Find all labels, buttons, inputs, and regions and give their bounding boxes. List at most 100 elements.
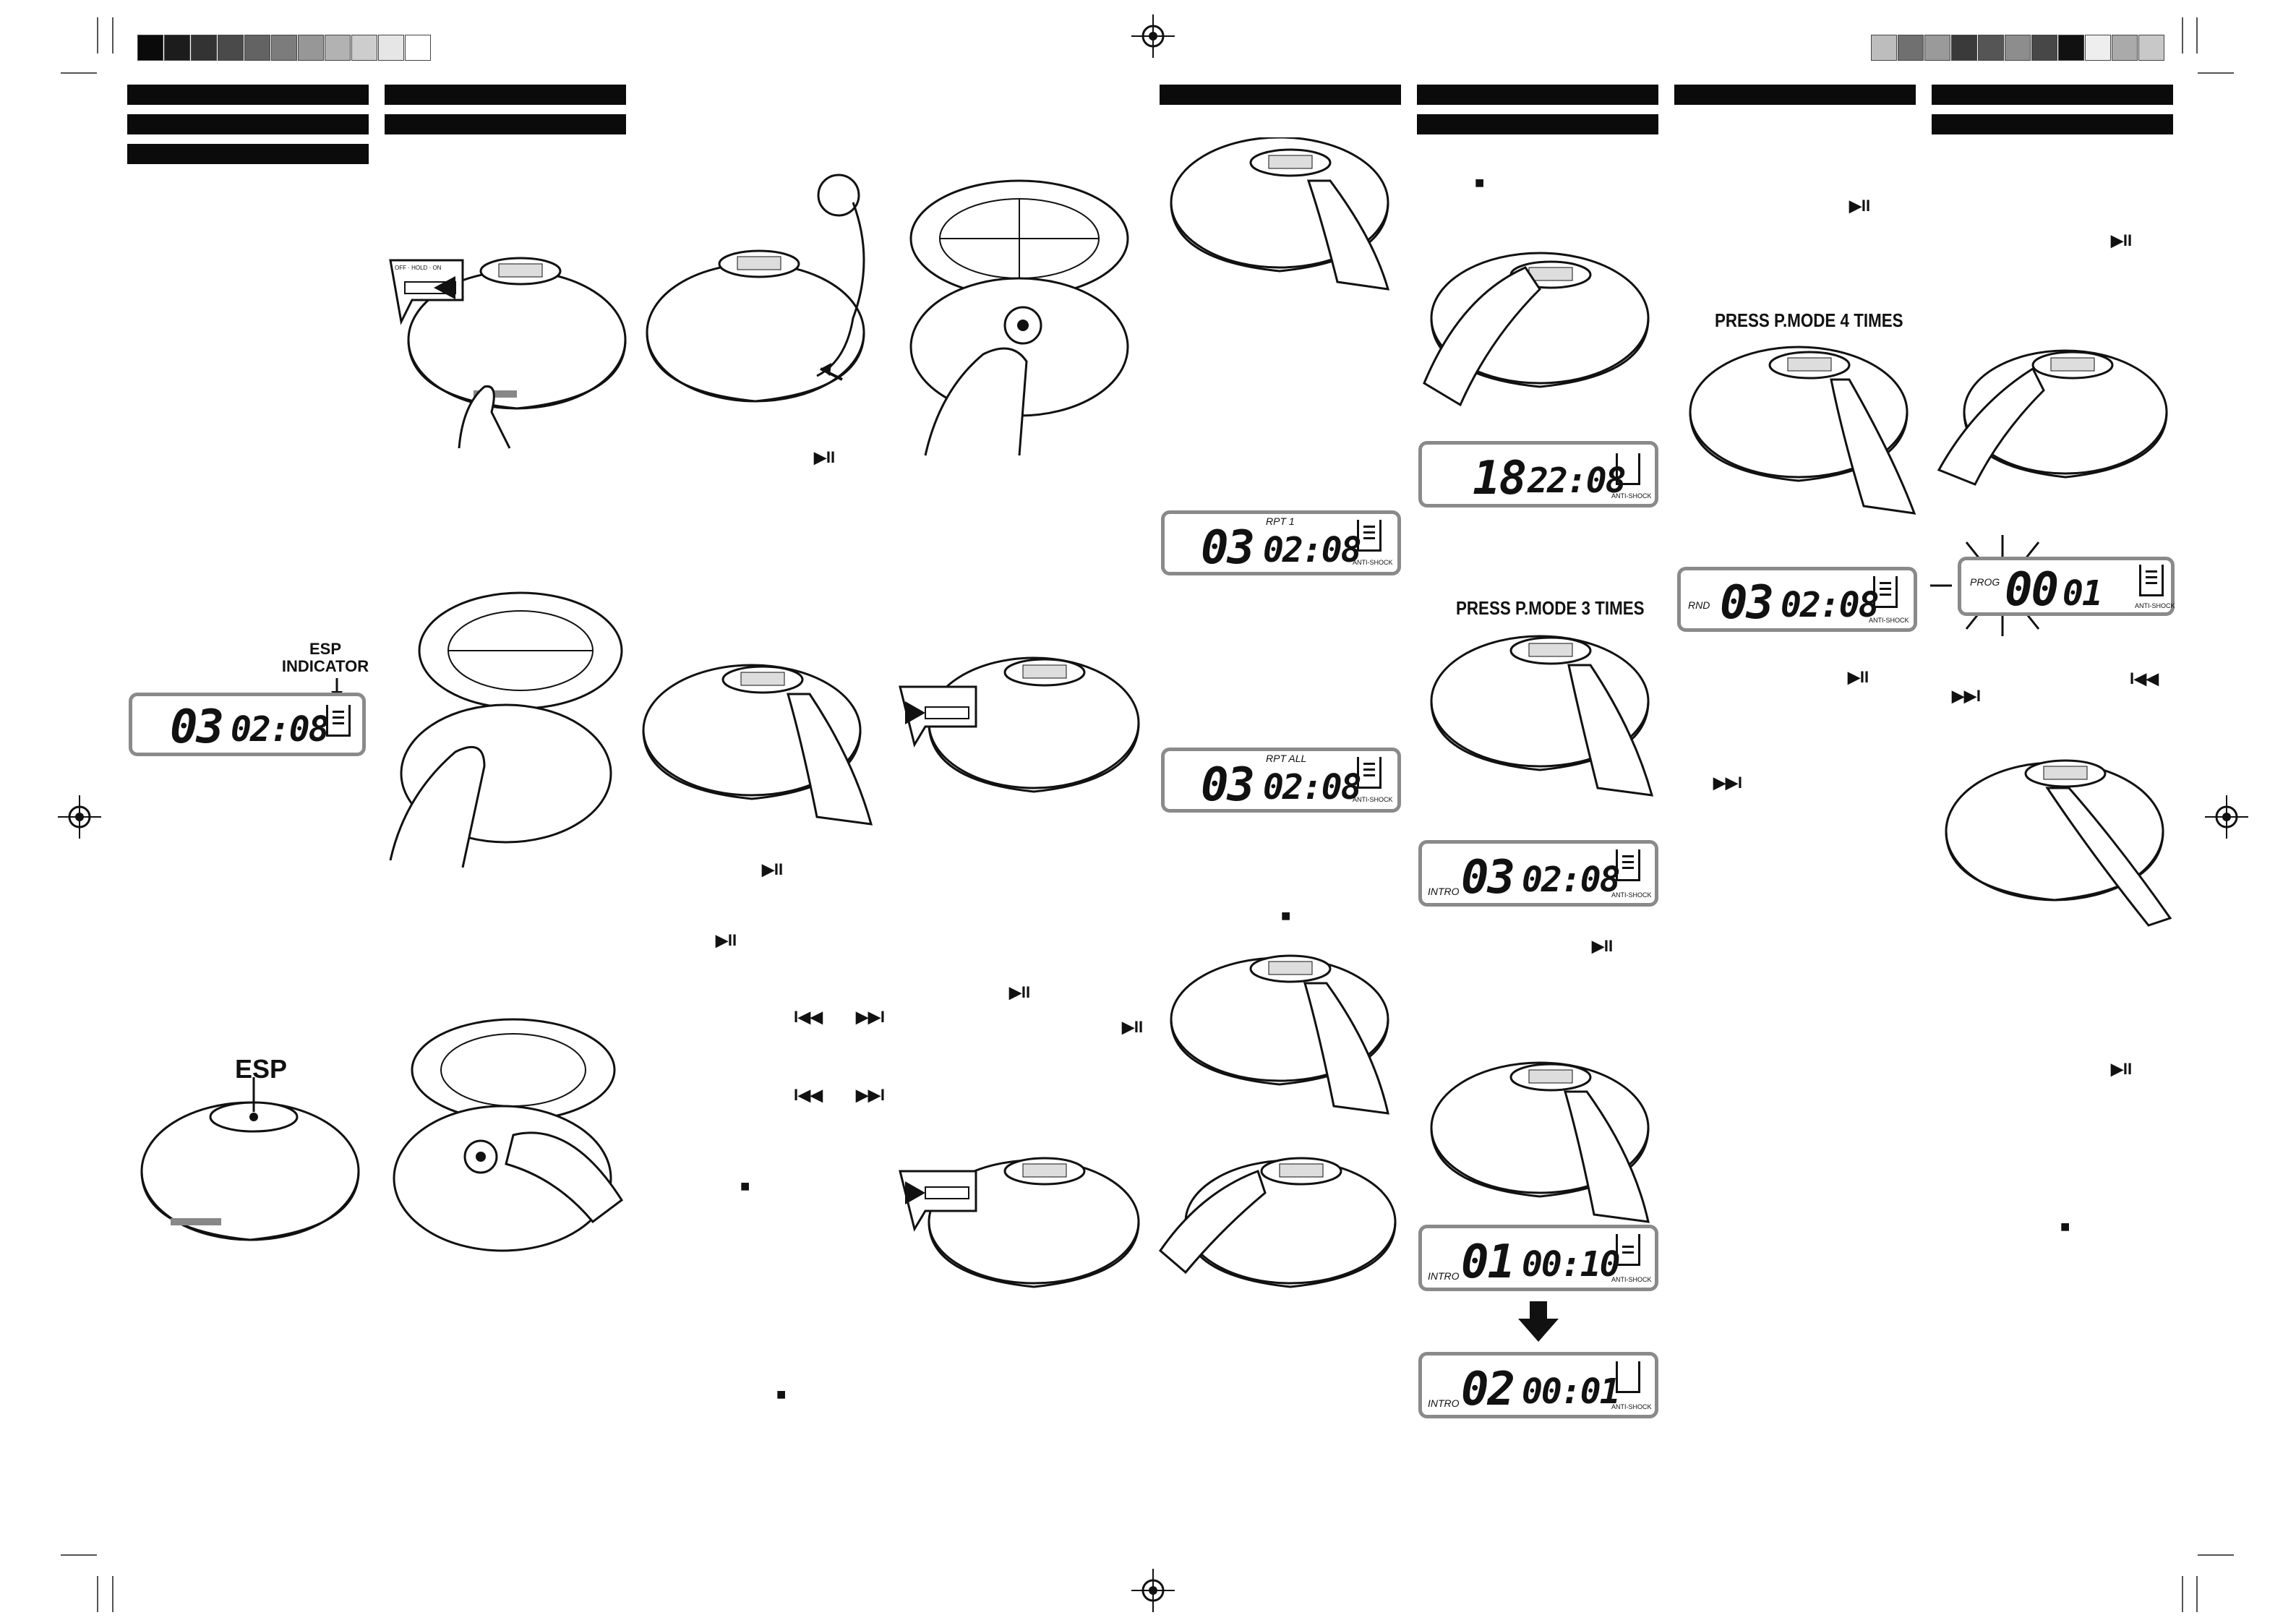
crop-mark [97,1576,98,1612]
hold-off-label: OFF [395,265,406,271]
lcd-anti-shock: ANTI-SHOCK [1611,492,1652,500]
heading-bar [1417,85,1658,105]
press-pmode-4-label: PRESS P.MODE 4 TIMES [1715,309,1903,331]
cd-player-hold-on-illustration [899,1157,1140,1288]
crop-mark [61,1554,97,1556]
play-pause-icon: ▶II [1122,1018,1144,1036]
battery-icon [1357,757,1382,789]
battery-icon [1616,453,1640,485]
lcd-anti-shock: ANTI-SHOCK [1611,1276,1652,1283]
lcd-display-repeat-one: RPT 1 03 02:08 ANTI-SHOCK [1161,510,1401,575]
play-pause-icon: ▶II [1849,197,1871,215]
play-pause-icon: ▶II [2111,231,2133,249]
prev-icon: I◀◀ [794,1008,823,1026]
lcd-display-repeat-all: RPT ALL 03 02:08 ANTI-SHOCK [1161,748,1401,813]
next-icon: ▶▶I [1713,774,1742,792]
prev-icon: I◀◀ [794,1086,823,1104]
cd-player-open-illustration [909,179,1129,456]
cd-player-illustration [389,257,627,449]
hold-hold-label: HOLD [411,265,428,271]
battery-icon [1616,1234,1640,1266]
stop-icon: ■ [2060,1217,2070,1236]
play-pause-icon: ▶II [2111,1060,2133,1078]
lcd-anti-shock: ANTI-SHOCK [1353,796,1393,803]
press-pmode-3-label: PRESS P.MODE 3 TIMES [1456,597,1645,619]
crop-mark [112,17,113,53]
lcd-display-program: PROG 00 01 ANTI-SHOCK [1958,557,2175,617]
next-icon: ▶▶I [856,1086,885,1104]
esp-indicator-line1: ESP [309,640,342,658]
lcd-anti-shock: ANTI-SHOCK [1611,1403,1652,1410]
battery-icon [326,705,351,737]
lcd-mode: RND [1688,599,1710,611]
registration-mark-top [1131,14,1175,58]
lcd-time: 02:08 [1781,585,1879,625]
lcd-track: 18 [1473,452,1527,505]
lcd-track: 03 [170,701,224,754]
esp-button-label: ESP [235,1054,288,1084]
lcd-display-random: RND 03 02:08 ANTI-SHOCK [1677,567,1917,632]
cd-player-press-illustration [1945,759,2172,927]
battery-icon [1616,1361,1640,1393]
heading-bar [1932,114,2173,134]
heading-bar [127,85,369,105]
heading-bar [127,114,369,134]
cd-player-esp-illustration [140,1077,360,1241]
cd-player-open-lid-illustration [389,591,623,868]
lcd-time: 22:08 [1528,461,1626,501]
lcd-time: 02:08 [231,709,329,750]
registration-mark-left [58,795,101,839]
esp-indicator-label: ESP INDICATOR [275,641,376,675]
lcd-anti-shock: ANTI-SHOCK [1869,617,1909,624]
cd-player-hold-off-illustration [899,656,1140,793]
play-pause-icon: ▶II [1009,983,1031,1001]
stop-icon: ■ [776,1385,787,1403]
lcd-track: 00 [2005,563,2059,617]
battery-icon [1873,576,1898,608]
heading-bar [1160,85,1401,105]
crop-mark [2198,1554,2234,1556]
lcd-mode: INTRO [1428,1270,1460,1282]
prev-icon: I◀◀ [2130,669,2159,688]
lcd-time: 02:08 [1263,767,1361,808]
heading-bar [127,144,369,164]
lcd-display-intro-second: INTRO 02 00:01 ANTI-SHOCK [1418,1352,1658,1418]
lcd-time: 00:01 [1522,1371,1620,1412]
lcd-anti-shock: ANTI-SHOCK [1611,891,1652,899]
play-pause-icon: ▶II [716,931,737,949]
play-pause-icon: ▶II [762,860,784,878]
crop-mark [2198,72,2234,74]
cd-player-press-illustration [1430,1061,1650,1223]
lcd-mode: INTRO [1428,1397,1460,1409]
lcd-mode: RPT 1 [1266,515,1295,527]
crop-mark [2182,1576,2183,1612]
lcd-anti-shock: ANTI-SHOCK [1353,559,1393,566]
lcd-mode: PROG [1970,576,2000,588]
registration-mark-right [2205,795,2248,839]
cd-player-pmode-illustration [1430,635,1654,797]
lcd-time: 01 [2062,573,2103,614]
heading-bar [1932,85,2173,105]
lcd-track: 02 [1461,1363,1515,1416]
stop-icon: ■ [1475,174,1485,192]
crop-mark [2182,17,2183,53]
crop-mark [97,17,98,53]
heading-bar [1417,114,1658,134]
cd-player-press-illustration [1158,1157,1397,1288]
heading-bar [1674,85,1916,105]
hold-on-label: ON [432,265,442,271]
crop-mark [61,72,97,74]
lcd-display-intro-first: INTRO 01 00:10 ANTI-SHOCK [1418,1225,1658,1291]
cd-player-disc-illustration [393,1018,624,1252]
cd-player-pmode-illustration [1689,346,1916,515]
heading-bar [385,114,626,134]
stop-icon: ■ [740,1177,750,1195]
next-icon: ▶▶I [1952,687,1981,705]
battery-icon [1357,520,1382,552]
lcd-anti-shock: ANTI-SHOCK [2135,602,2175,609]
cd-player-press-illustration [642,664,873,826]
arrow-down-icon [1518,1301,1559,1342]
battery-icon [2139,565,2164,596]
play-pause-icon: ▶II [814,448,836,466]
battery-icon [1616,849,1640,881]
